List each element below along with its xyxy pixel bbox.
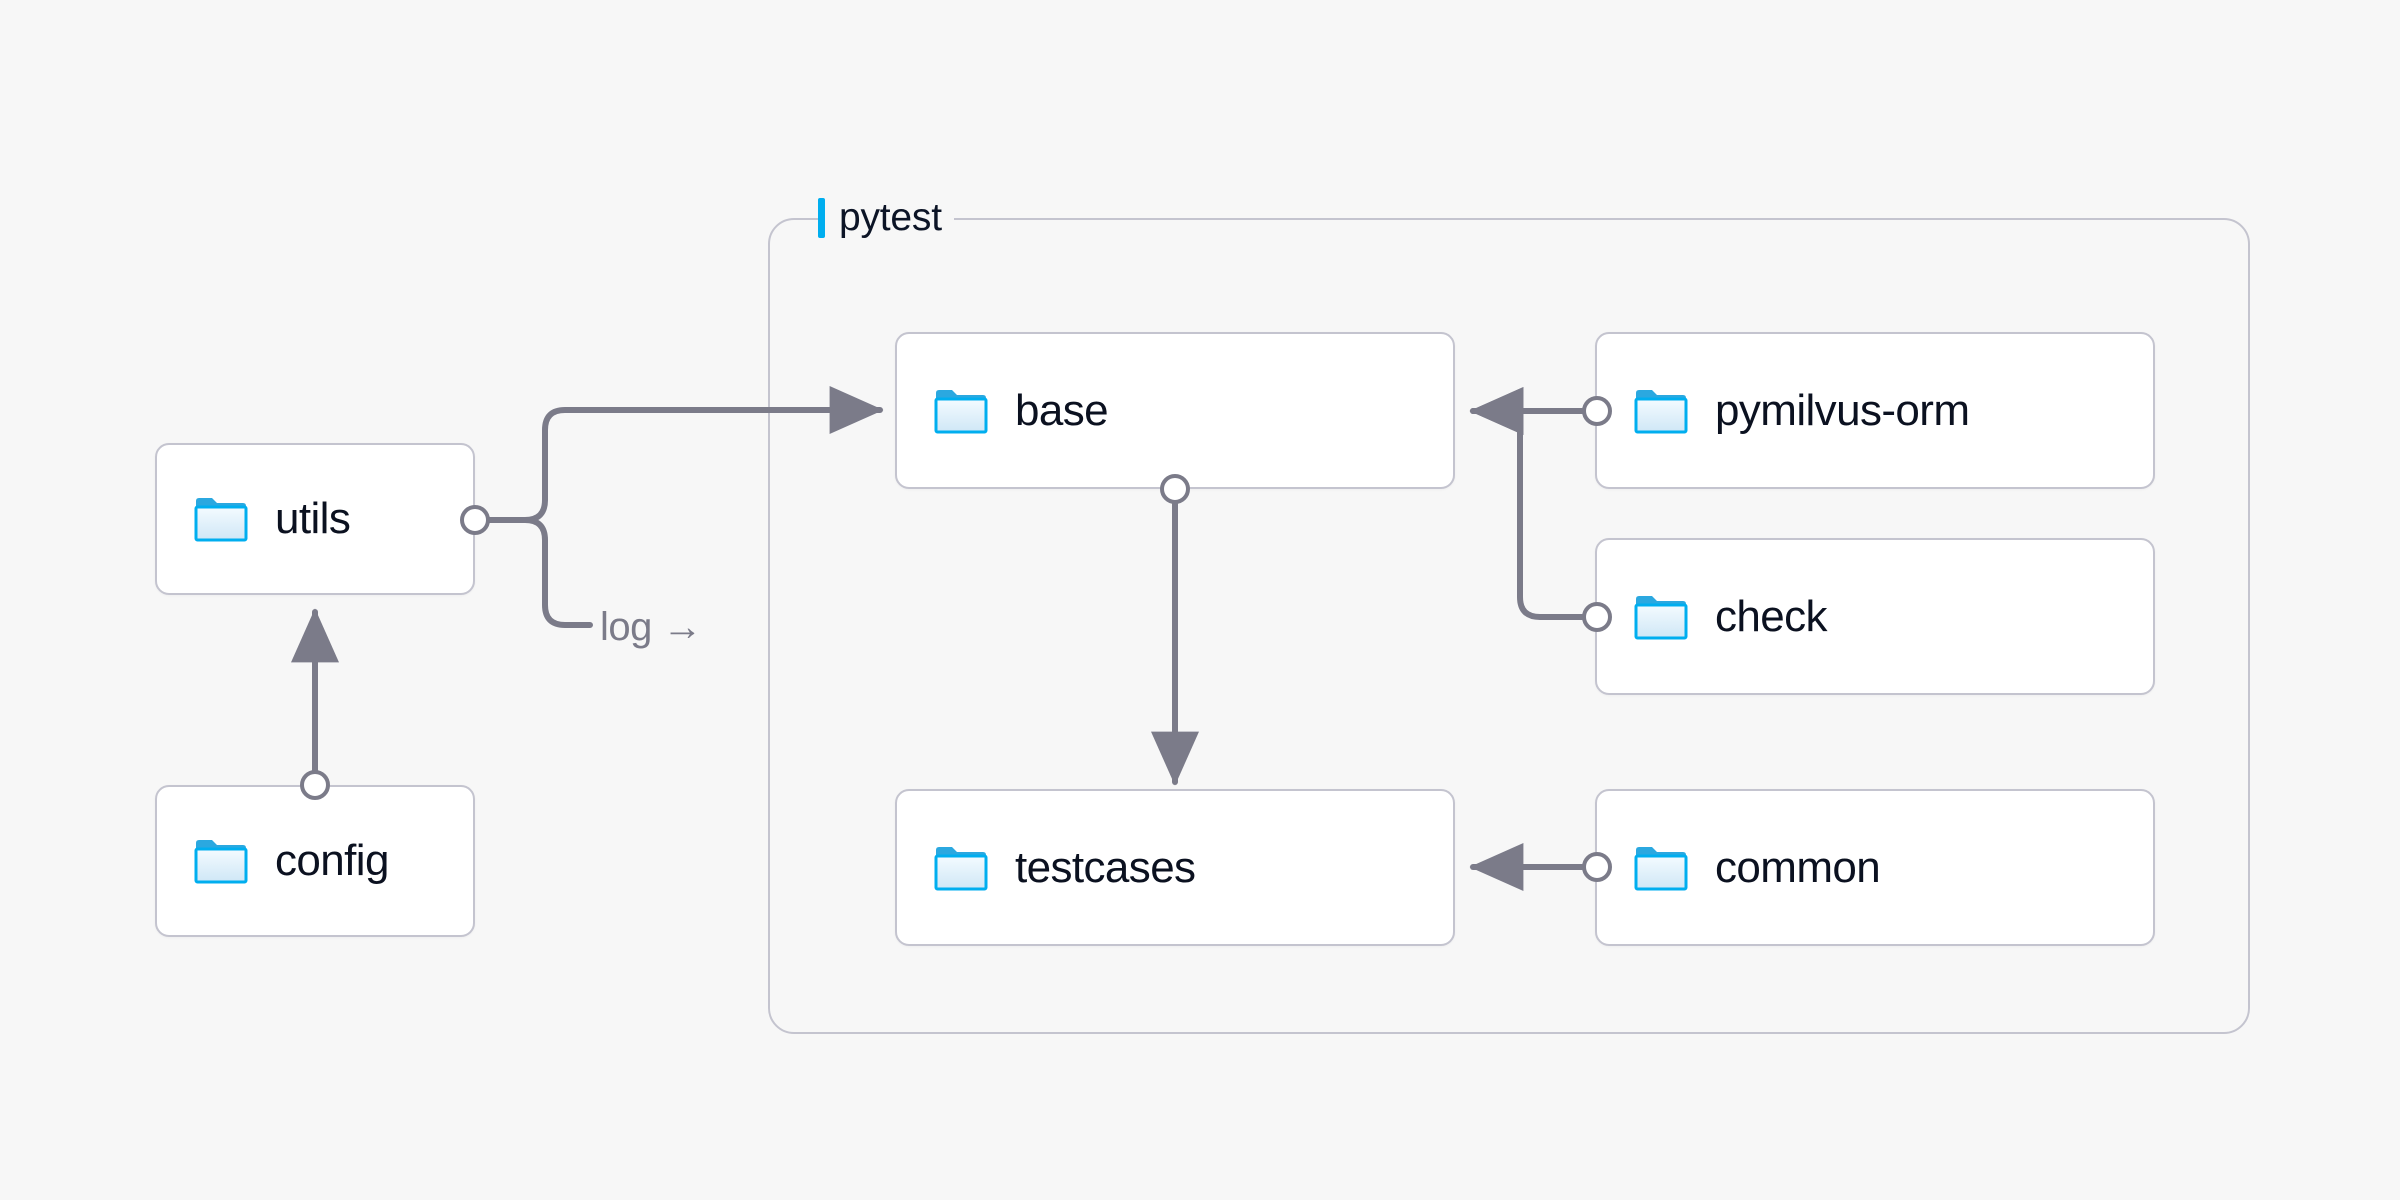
folder-icon xyxy=(1633,387,1689,435)
node-label-base: base xyxy=(1015,385,1109,435)
node-label-pymilvus-orm: pymilvus-orm xyxy=(1715,385,1970,435)
group-label-pytest: pytest xyxy=(818,196,954,240)
node-label-check: check xyxy=(1715,591,1828,641)
node-content: check xyxy=(1597,591,1828,642)
group-container-pytest xyxy=(768,218,2250,1034)
port-pymilvus-orm-left[interactable] xyxy=(1582,396,1612,426)
node-content: config xyxy=(157,836,389,886)
node-label-utils: utils xyxy=(275,494,351,543)
node-content: utils xyxy=(157,494,351,544)
node-check[interactable]: check xyxy=(1595,538,2155,695)
folder-icon xyxy=(933,387,989,435)
node-content: base xyxy=(897,385,1109,436)
node-base[interactable]: base xyxy=(895,332,1455,489)
node-content: common xyxy=(1597,842,1881,893)
folder-icon xyxy=(193,837,249,885)
node-content: testcases xyxy=(897,842,1196,893)
node-label-testcases: testcases xyxy=(1015,842,1196,892)
folder-icon xyxy=(1633,593,1689,641)
group-title: pytest xyxy=(839,196,942,239)
node-content: pymilvus-orm xyxy=(1597,385,1970,436)
port-common-left[interactable] xyxy=(1582,852,1612,882)
port-check-left[interactable] xyxy=(1582,602,1612,632)
port-base-bottom[interactable] xyxy=(1160,474,1190,504)
port-config-top[interactable] xyxy=(300,770,330,800)
node-common[interactable]: common xyxy=(1595,789,2155,946)
folder-icon xyxy=(1633,844,1689,892)
edge-label-log: log → xyxy=(600,605,703,649)
folder-icon xyxy=(193,495,249,543)
node-pymilvus-orm[interactable]: pymilvus-orm xyxy=(1595,332,2155,489)
node-utils[interactable]: utils xyxy=(155,443,475,595)
folder-icon xyxy=(933,844,989,892)
node-testcases[interactable]: testcases xyxy=(895,789,1455,946)
node-config[interactable]: config xyxy=(155,785,475,937)
port-utils-right[interactable] xyxy=(460,505,490,535)
edge-utils-log xyxy=(487,517,593,628)
group-accent-bar xyxy=(818,198,825,238)
node-label-config: config xyxy=(275,836,389,885)
node-label-common: common xyxy=(1715,842,1881,892)
